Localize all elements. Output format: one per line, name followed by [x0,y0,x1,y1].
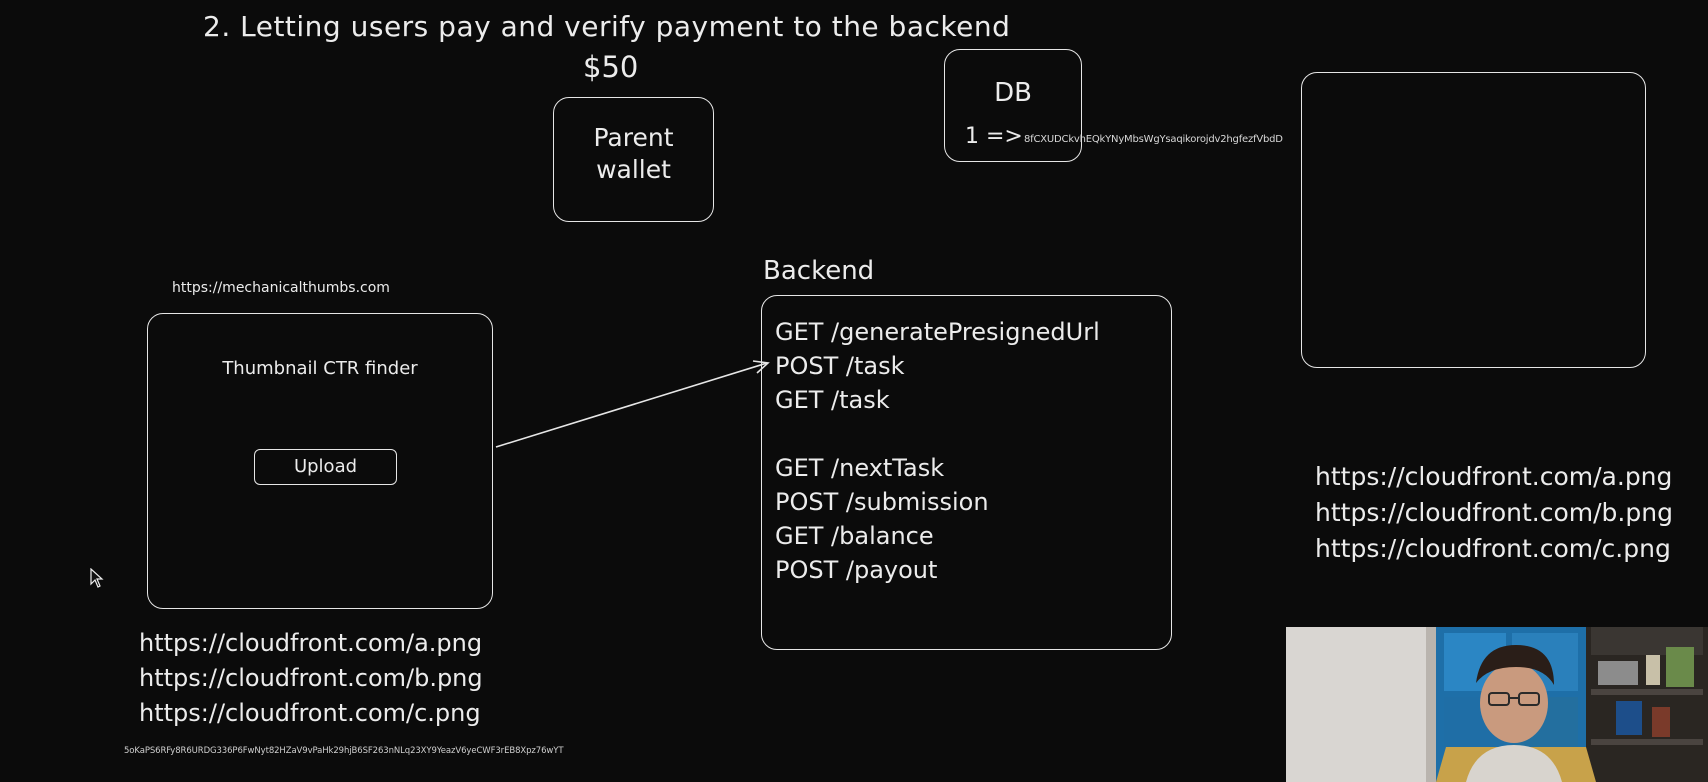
cloudfront-url-right: https://cloudfront.com/b.png [1315,498,1673,527]
cloudfront-url-left: https://cloudfront.com/c.png [139,699,481,727]
cloudfront-url-left: https://cloudfront.com/a.png [139,629,483,657]
arrow-head [752,360,770,374]
blank-box [1301,72,1646,368]
upload-button[interactable]: Upload [254,449,397,485]
app-title: Thumbnail CTR finder [222,358,418,379]
price-label: $50 [583,50,639,84]
parent-wallet-line1: Parent [593,123,674,152]
webcam-overlay [1286,627,1708,782]
client-app-box: Thumbnail CTR finder [147,313,493,609]
cloudfront-url-right: https://cloudfront.com/a.png [1315,462,1673,491]
endpoint-item: GET /generatePresignedUrl [775,318,1100,346]
mouse-cursor-icon [90,568,104,588]
endpoint-item: GET /nextTask [775,454,945,482]
backend-box [761,295,1172,650]
parent-wallet-box: Parent wallet [553,97,714,222]
arrow-line [495,362,768,448]
endpoint-item: GET /balance [775,522,934,550]
endpoint-item: GET /task [775,386,890,414]
db-entry-key: 1 => [965,124,1023,149]
cloudfront-url-right: https://cloudfront.com/c.png [1315,534,1671,563]
db-box: DB [944,49,1082,162]
db-label: DB [994,78,1032,108]
endpoint-item: POST /task [775,352,905,380]
diagram-heading: 2. Letting users pay and verify payment … [203,10,1011,43]
db-entry-value: 8fCXUDCkvhEQkYNyMbsWgYsaqikorojdv2hgfezf… [1024,134,1283,145]
parent-wallet-line2: wallet [596,155,671,184]
webcam-feed-image [1286,627,1708,782]
endpoint-item: POST /payout [775,556,938,584]
cloudfront-url-left: https://cloudfront.com/b.png [139,664,483,692]
endpoint-item: POST /submission [775,488,989,516]
bottom-hash: 5oKaPS6RFy8R6URDG336P6FwNyt82HZaV9vPaHk2… [124,746,564,756]
backend-label: Backend [763,256,875,286]
site-url: https://mechanicalthumbs.com [172,280,390,296]
